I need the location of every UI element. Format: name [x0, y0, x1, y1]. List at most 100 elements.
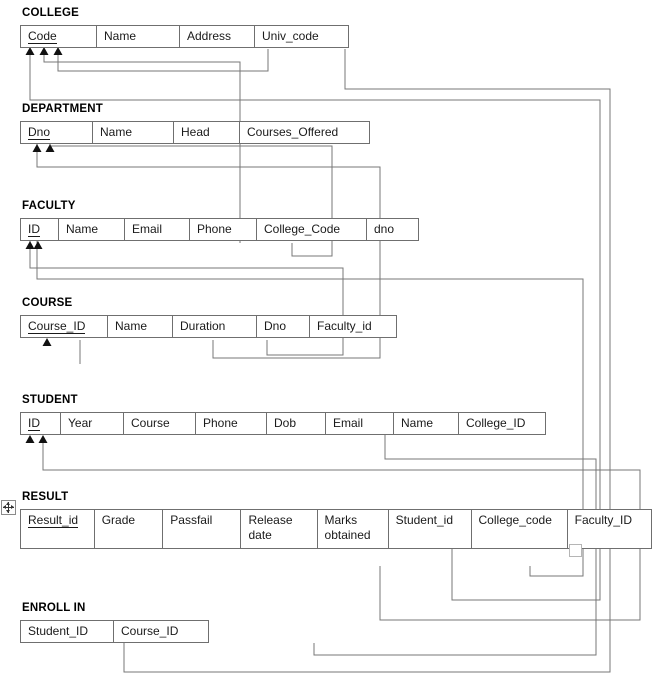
attribute-label: ID: [28, 222, 40, 237]
attribute-cell-result-faculty-id[interactable]: Faculty_ID: [566, 509, 652, 549]
attribute-cell-student-course[interactable]: Course: [123, 412, 196, 435]
arrowhead-3: [32, 144, 42, 152]
attribute-label: Course: [131, 416, 170, 430]
attribute-label: Univ_code: [262, 29, 319, 43]
arrowhead-0: [25, 47, 35, 55]
move-handle[interactable]: [1, 500, 16, 515]
attribute-cell-department-head[interactable]: Head: [173, 121, 240, 144]
attribute-label: Dob: [274, 416, 297, 430]
attribute-cell-result-passfail[interactable]: Passfail: [162, 509, 242, 549]
attribute-cell-college-code[interactable]: Code: [20, 25, 97, 48]
attribute-label: Name: [66, 222, 99, 236]
attribute-cell-faculty-phone[interactable]: Phone: [189, 218, 257, 241]
attribute-label: Name: [100, 125, 133, 139]
attribute-label: Year: [68, 416, 93, 430]
attribute-label: Name: [104, 29, 137, 43]
attribute-cell-result-student-id[interactable]: Student_id: [387, 509, 472, 549]
attribute-cell-department-courses-offered[interactable]: Courses_Offered: [239, 121, 370, 144]
attribute-cell-student-email[interactable]: Email: [325, 412, 394, 435]
attribute-cell-faculty-name[interactable]: Name: [58, 218, 125, 241]
resize-handle[interactable]: [569, 544, 582, 557]
attribute-label: Student_ID: [28, 624, 89, 638]
attribute-cell-result-marks-obtained[interactable]: Marks obtained: [316, 509, 389, 549]
entity-faculty[interactable]: FACULTY ID Name Email Phone College_Code dno: [20, 199, 419, 241]
arrowhead-1: [39, 47, 49, 55]
attribute-cell-course-duration[interactable]: Duration: [172, 315, 257, 338]
attribute-cell-faculty-college-code[interactable]: College_Code: [256, 218, 367, 241]
attribute-row: Course_ID Name Duration Dno Faculty_id: [20, 315, 397, 338]
entity-title-student: STUDENT: [22, 394, 78, 406]
entity-title-faculty: FACULTY: [22, 200, 76, 212]
attribute-label: Head: [181, 125, 210, 139]
entity-title-course: COURSE: [22, 297, 73, 309]
attribute-cell-faculty-email[interactable]: Email: [124, 218, 190, 241]
attribute-label: Address: [187, 29, 232, 43]
attribute-cell-faculty-dno[interactable]: dno: [366, 218, 419, 241]
arrowhead-9: [38, 435, 48, 443]
attribute-cell-enroll_in-student-id[interactable]: Student_ID: [20, 620, 114, 643]
attribute-label: Phone: [197, 222, 232, 236]
attribute-cell-student-id[interactable]: ID: [20, 412, 61, 435]
attribute-label: Email: [132, 222, 163, 236]
attribute-label: Student_id: [395, 513, 453, 527]
attribute-label: Course_ID: [121, 624, 179, 638]
attribute-row: Student_ID Course_ID: [20, 620, 209, 643]
attribute-label: Passfail: [170, 513, 213, 527]
arrowhead-2: [53, 47, 63, 55]
attribute-label: Release date: [248, 513, 293, 542]
attribute-label: Phone: [203, 416, 238, 430]
attribute-cell-college-address[interactable]: Address: [179, 25, 255, 48]
attribute-cell-college-name[interactable]: Name: [96, 25, 180, 48]
attribute-label: Courses_Offered: [247, 125, 339, 139]
attribute-table-result: Result_id Grade Passfail Release date Marks …: [20, 509, 652, 549]
attribute-label: Name: [115, 319, 148, 333]
entity-title-result: RESULT: [22, 491, 69, 503]
attribute-label: Faculty_ID: [574, 513, 632, 527]
entity-course[interactable]: COURSE Course_ID Name Duration Dno Faculty_id: [20, 296, 397, 338]
arrowhead-6: [33, 241, 43, 249]
attribute-table-course: Course_ID Name Duration Dno Faculty_id: [20, 315, 397, 338]
arrowhead-5: [25, 241, 35, 249]
attribute-label: College_ID: [466, 416, 526, 430]
attribute-cell-result-release-date[interactable]: Release date: [240, 509, 318, 549]
attribute-cell-course-name[interactable]: Name: [107, 315, 173, 338]
attribute-label: dno: [374, 222, 395, 236]
attribute-label: Dno: [264, 319, 287, 333]
attribute-row: Code Name Address Univ_code: [20, 25, 349, 48]
attribute-cell-result-college-code[interactable]: College_code: [470, 509, 568, 549]
attribute-cell-college-univ-code[interactable]: Univ_code: [254, 25, 349, 48]
attribute-cell-course-faculty-id[interactable]: Faculty_id: [309, 315, 397, 338]
entity-result[interactable]: RESULT Result_id Grade Passfail Release date…: [20, 490, 652, 549]
attribute-cell-department-dno[interactable]: Dno: [20, 121, 93, 144]
attribute-cell-faculty-id[interactable]: ID: [20, 218, 59, 241]
attribute-label: Result_id: [28, 513, 79, 528]
attribute-label: College_Code: [264, 222, 341, 236]
entity-title-enroll_in: ENROLL IN: [22, 602, 86, 614]
attribute-cell-student-college-id[interactable]: College_ID: [458, 412, 546, 435]
attribute-label: College_code: [478, 513, 552, 527]
attribute-table-faculty: ID Name Email Phone College_Code dno: [20, 218, 419, 241]
attribute-table-department: Dno Name Head Courses_Offered: [20, 121, 370, 144]
attribute-cell-course-course-id[interactable]: Course_ID: [20, 315, 108, 338]
attribute-row: Result_id Grade Passfail Release date Marks …: [20, 509, 652, 549]
attribute-label: Code: [28, 29, 57, 44]
attribute-cell-department-name[interactable]: Name: [92, 121, 174, 144]
attribute-label: Course_ID: [28, 319, 86, 334]
attribute-row: ID Name Email Phone College_Code dno: [20, 218, 419, 241]
attribute-cell-course-dno[interactable]: Dno: [256, 315, 310, 338]
attribute-cell-enroll_in-course-id[interactable]: Course_ID: [113, 620, 209, 643]
attribute-cell-student-year[interactable]: Year: [60, 412, 124, 435]
attribute-cell-result-grade[interactable]: Grade: [93, 509, 164, 549]
attribute-cell-result-result-id[interactable]: Result_id: [20, 509, 95, 549]
entity-enroll_in[interactable]: ENROLL IN Student_ID Course_ID: [20, 601, 209, 643]
arrowhead-8: [25, 435, 35, 443]
attribute-cell-student-name[interactable]: Name: [393, 412, 459, 435]
attribute-cell-student-phone[interactable]: Phone: [195, 412, 267, 435]
attribute-cell-student-dob[interactable]: Dob: [266, 412, 326, 435]
